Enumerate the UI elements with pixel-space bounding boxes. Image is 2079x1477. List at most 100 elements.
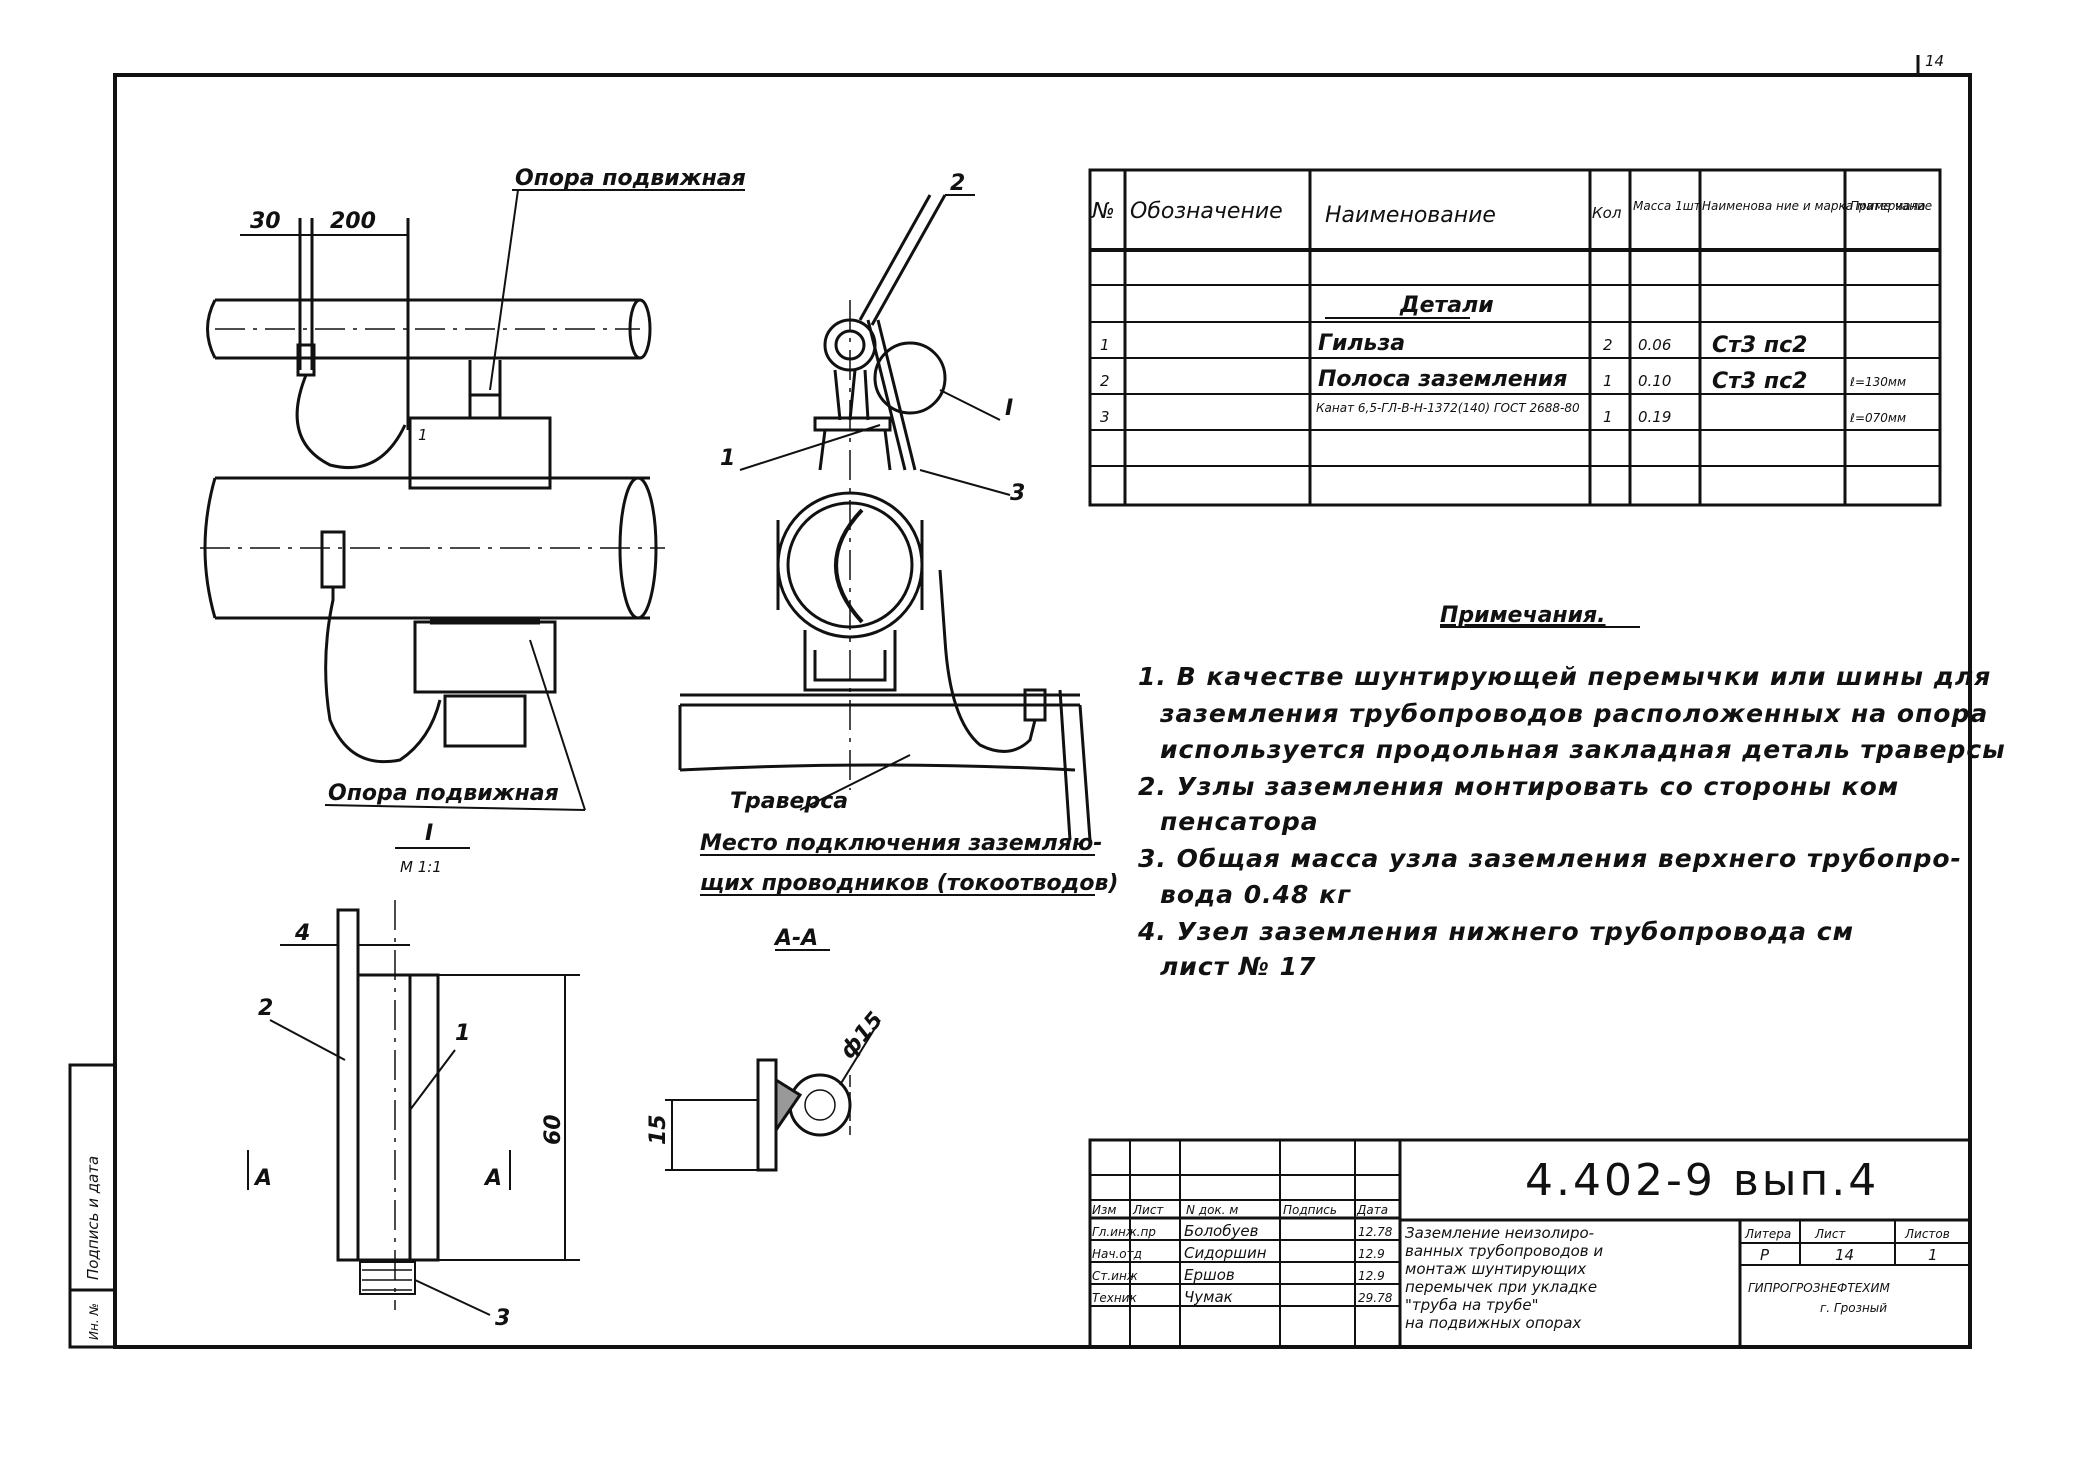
note-line-9: лист № 17 bbox=[1160, 952, 1316, 981]
side-stamp-text-2: Ин. № bbox=[87, 1303, 101, 1340]
tb-role-2: Нач.отд bbox=[1092, 1247, 1142, 1261]
tb-role-3: Ст.инж bbox=[1092, 1269, 1138, 1283]
tb-date-1: 12.78 bbox=[1358, 1225, 1393, 1239]
spec-row-2-mass: 0.10 bbox=[1638, 372, 1671, 390]
tb-description-1: Заземление неизолиро- bbox=[1405, 1224, 1594, 1242]
spec-row-2-qty: 1 bbox=[1603, 372, 1613, 390]
title-block bbox=[1088, 1138, 1972, 1349]
callout-1-top: 1 bbox=[418, 426, 428, 444]
dim-30: 30 bbox=[250, 209, 281, 234]
dim-15: 15 bbox=[646, 1114, 671, 1145]
label-node: I bbox=[425, 821, 433, 846]
detail-callout-3: 3 bbox=[495, 1306, 510, 1331]
tb-date-4: 29.78 bbox=[1358, 1291, 1393, 1305]
dim-60: 60 bbox=[541, 1114, 566, 1145]
callout-3-section: 3 bbox=[1010, 481, 1025, 506]
detail-view bbox=[247, 900, 580, 1316]
note-line-5: пенсатора bbox=[1160, 807, 1319, 836]
spec-header-mass: Масса 1шт bbox=[1633, 199, 1702, 213]
tb-sheets-header: Листов bbox=[1904, 1227, 1950, 1241]
section-view bbox=[678, 194, 1095, 951]
tb-role-1: Гл.инж.пр bbox=[1092, 1225, 1156, 1239]
spec-row-3-mass: 0.19 bbox=[1638, 408, 1671, 426]
spec-row-1-name: Гильза bbox=[1318, 331, 1405, 356]
label-support-top: Опора подвижная bbox=[515, 166, 746, 191]
spec-row-3-name: Канат 6,5-ГЛ-В-Н-1372(140) ГОСТ 2688-80 bbox=[1316, 401, 1580, 415]
spec-header-material: Наименова ние и марка материала bbox=[1702, 199, 1926, 213]
tb-name-2: Сидоршин bbox=[1184, 1244, 1267, 1262]
spec-row-2-material: Ст3 пс2 bbox=[1712, 369, 1807, 394]
spec-row-1-mass: 0.06 bbox=[1638, 336, 1671, 354]
detail-callout-1: 1 bbox=[455, 1021, 470, 1046]
callout-2-section: 2 bbox=[950, 171, 965, 196]
weld-detail bbox=[665, 1019, 881, 1172]
spec-header-qty: Кол bbox=[1592, 204, 1622, 222]
tb-date-2: 12.9 bbox=[1358, 1247, 1385, 1261]
note-line-6: 3. Общая масса узла заземления верхнего … bbox=[1138, 844, 1962, 873]
section-label: А-А bbox=[773, 926, 818, 951]
tb-sheet: 14 bbox=[1835, 1246, 1854, 1264]
connection-note-2: щих проводников (токоотводов) bbox=[700, 871, 1118, 896]
tb-name-4: Чумак bbox=[1184, 1288, 1233, 1306]
tb-description-6: на подвижных опорах bbox=[1405, 1314, 1581, 1332]
tb-role-4: Техник bbox=[1092, 1291, 1137, 1305]
tb-org: ГИПРОГРОЗНЕФТЕХИМ bbox=[1748, 1281, 1890, 1295]
section-mark-right: А bbox=[483, 1166, 502, 1191]
spec-section-details: Детали bbox=[1399, 293, 1494, 318]
tb-date-3: 12.9 bbox=[1358, 1269, 1385, 1283]
side-stamp-text: Подпись и дата bbox=[84, 1156, 102, 1280]
spec-row-3-no: 3 bbox=[1100, 408, 1110, 426]
corner-mark: 14 bbox=[1925, 52, 1944, 70]
notes-title: Примечания. bbox=[1440, 603, 1606, 628]
spec-table bbox=[1088, 168, 1942, 507]
spec-row-1-material: Ст3 пс2 bbox=[1712, 333, 1807, 358]
spec-header-note: Приме чание bbox=[1850, 199, 1932, 213]
label-node-scale: М 1:1 bbox=[400, 858, 442, 876]
tb-name-3: Ершов bbox=[1184, 1266, 1235, 1284]
dim-d15: ф15 bbox=[835, 1008, 888, 1064]
spec-row-3-note: ℓ=070мм bbox=[1849, 411, 1906, 425]
drawing-frame bbox=[113, 73, 1972, 1349]
tb-description-4: перемычек при укладке bbox=[1405, 1278, 1597, 1296]
pipe-view bbox=[200, 189, 745, 849]
spec-row-3-qty: 1 bbox=[1603, 408, 1613, 426]
callout-I-section: I bbox=[1005, 396, 1013, 421]
label-support-bottom: Опора подвижная bbox=[328, 781, 559, 806]
note-line-8: 4. Узел заземления нижнего трубопровода … bbox=[1137, 917, 1854, 946]
drawing-code: 4.402-9 вып.4 bbox=[1525, 1155, 1879, 1206]
note-line-7: вода 0.48 кг bbox=[1160, 880, 1351, 909]
spec-row-2-note: ℓ=130мм bbox=[1849, 375, 1906, 389]
label-beam: Траверса bbox=[730, 789, 848, 814]
tb-sheets: 1 bbox=[1928, 1246, 1938, 1264]
detail-callout-2: 2 bbox=[258, 996, 273, 1021]
spec-row-2-name: Полоса заземления bbox=[1318, 367, 1567, 392]
tb-header-sheet: Лист bbox=[1132, 1203, 1164, 1217]
side-stamp-box bbox=[68, 1063, 117, 1349]
tb-description-5: "труба на трубе" bbox=[1405, 1296, 1539, 1314]
tb-header-sign: Подпись bbox=[1283, 1203, 1337, 1217]
tb-header-date: Дата bbox=[1356, 1203, 1388, 1217]
tb-description-3: монтаж шунтирующих bbox=[1405, 1260, 1586, 1278]
spec-row-1-no: 1 bbox=[1100, 336, 1110, 354]
connection-note-1: Место подключения заземляю- bbox=[700, 831, 1102, 856]
tb-header-doc: N док. м bbox=[1186, 1203, 1238, 1217]
callout-1-section: 1 bbox=[720, 446, 735, 471]
dim-4: 4 bbox=[294, 921, 310, 946]
spec-row-2-no: 2 bbox=[1100, 372, 1110, 390]
spec-header-designation: Обозначение bbox=[1130, 199, 1283, 224]
section-mark-left: А bbox=[253, 1166, 272, 1191]
spec-row-1-qty: 2 bbox=[1603, 336, 1613, 354]
tb-stage-header: Литера bbox=[1744, 1227, 1791, 1241]
note-line-2: заземления трубопроводов расположенных н… bbox=[1159, 699, 1988, 728]
spec-header-no: № bbox=[1091, 199, 1115, 224]
note-line-3: используется продольная закладная деталь… bbox=[1160, 735, 2006, 764]
note-line-1: 1. В качестве шунтирующей перемычки или … bbox=[1138, 662, 1991, 691]
tb-header-rev: Изм bbox=[1092, 1203, 1116, 1217]
note-line-4: 2. Узлы заземления монтировать со сторон… bbox=[1138, 772, 1899, 801]
tb-description-2: ванных трубопроводов и bbox=[1405, 1242, 1603, 1260]
dim-200: 200 bbox=[330, 209, 376, 234]
spec-header-name: Наименование bbox=[1325, 203, 1496, 228]
tb-stage: Р bbox=[1760, 1246, 1770, 1264]
tb-sheet-header: Лист bbox=[1814, 1227, 1846, 1241]
